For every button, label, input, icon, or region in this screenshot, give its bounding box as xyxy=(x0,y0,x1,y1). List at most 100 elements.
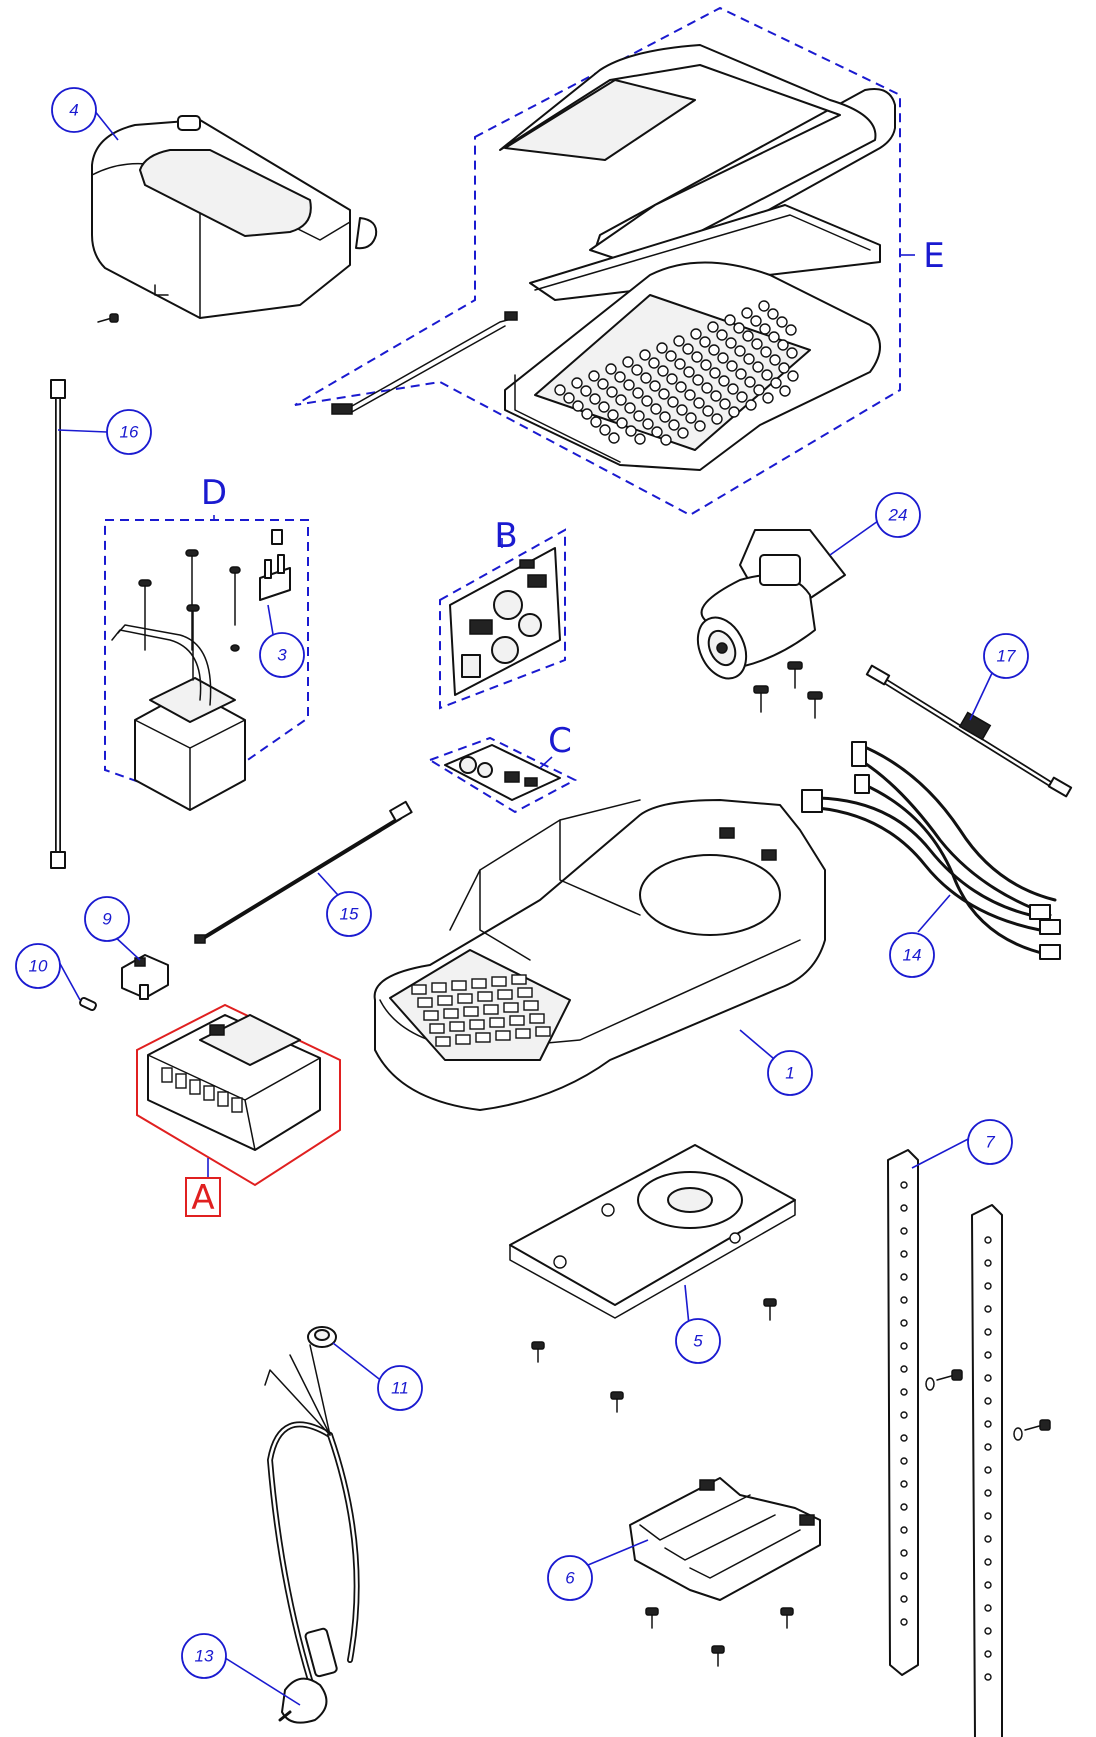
callout-14: 14 xyxy=(889,932,935,978)
terminal-slot xyxy=(175,1073,187,1089)
led-cell xyxy=(673,335,685,347)
led-cell xyxy=(724,314,736,326)
rail-hole xyxy=(900,1204,908,1212)
rail-hole xyxy=(900,1365,908,1373)
group-d-label: D xyxy=(201,473,227,513)
led-cell xyxy=(649,380,661,392)
group-a-tag: A xyxy=(185,1177,221,1218)
group-c-outline xyxy=(427,736,578,814)
rail-hole xyxy=(900,1572,908,1580)
rail-hole xyxy=(900,1388,908,1396)
terminal-module-part xyxy=(147,1014,321,1151)
rail-hole xyxy=(984,1236,992,1244)
led-cell xyxy=(769,354,781,366)
led-cell xyxy=(589,393,601,405)
led-cell xyxy=(598,401,610,413)
led-cell xyxy=(778,362,790,374)
led-cell xyxy=(745,399,757,411)
rail-hole xyxy=(900,1181,908,1189)
led-cell xyxy=(677,427,689,439)
led-cell xyxy=(615,394,627,406)
housing-grid-cell xyxy=(451,980,467,991)
led-cell xyxy=(607,409,619,421)
long-cable-part xyxy=(50,379,66,869)
led-cell xyxy=(744,376,756,388)
led-cell xyxy=(659,411,671,423)
led-cell xyxy=(580,385,592,397)
led-cell xyxy=(581,408,593,420)
led-cell xyxy=(728,406,740,418)
led-cell xyxy=(734,345,746,357)
rail-hole xyxy=(900,1595,908,1603)
housing-grid-cell xyxy=(429,1023,445,1034)
led-cell xyxy=(599,424,611,436)
rail-hole xyxy=(984,1581,992,1589)
rail-hole xyxy=(900,1434,908,1442)
callout-11-label: 11 xyxy=(391,1379,409,1398)
led-cell xyxy=(702,405,714,417)
fuse-part xyxy=(79,996,97,1012)
led-cell xyxy=(694,420,706,432)
led-cell xyxy=(690,328,702,340)
terminal-slot xyxy=(217,1091,229,1107)
led-cell xyxy=(666,373,678,385)
led-cell xyxy=(625,425,637,437)
led-cell xyxy=(725,337,737,349)
housing-grid-cell xyxy=(449,1021,465,1032)
switch-part xyxy=(121,954,169,1000)
led-cell xyxy=(726,360,738,372)
led-cell xyxy=(650,403,662,415)
group-b-outline xyxy=(439,528,566,710)
led-cell xyxy=(716,329,728,341)
led-ribbon-cable xyxy=(331,311,518,415)
led-cell xyxy=(753,384,765,396)
support-bracket-part xyxy=(629,1477,821,1601)
led-cell xyxy=(727,383,739,395)
rail-hole xyxy=(984,1420,992,1428)
callout-10-label: 10 xyxy=(29,957,48,976)
housing-grid-cell xyxy=(497,989,513,1000)
led-cell xyxy=(676,404,688,416)
led-cell xyxy=(693,397,705,409)
light-lens-part xyxy=(499,44,896,301)
callout-7: 7 xyxy=(967,1119,1013,1165)
led-cell xyxy=(623,379,635,391)
led-cell xyxy=(758,300,770,312)
rail-hole xyxy=(984,1627,992,1635)
callout-1-label: 1 xyxy=(785,1064,794,1083)
led-cell xyxy=(648,357,660,369)
housing-grid-cell xyxy=(515,1028,531,1039)
led-cell xyxy=(614,371,626,383)
motor-screws xyxy=(753,661,823,719)
led-cell xyxy=(699,336,711,348)
housing-grid-cell xyxy=(529,1013,545,1024)
led-cell xyxy=(733,322,745,334)
led-cell xyxy=(685,412,697,424)
housing-grid-cell xyxy=(423,1010,439,1021)
rail-hole xyxy=(984,1305,992,1313)
callout-1: 1 xyxy=(767,1050,813,1096)
rail-hole xyxy=(984,1604,992,1612)
callout-11: 11 xyxy=(377,1365,423,1411)
housing-grid-cell xyxy=(431,982,447,993)
led-cell xyxy=(718,375,730,387)
led-cell xyxy=(776,316,788,328)
group-b-label: B xyxy=(494,516,517,556)
led-cell xyxy=(708,344,720,356)
rail-hole xyxy=(984,1282,992,1290)
led-cell xyxy=(675,381,687,393)
led-cell xyxy=(751,338,763,350)
led-cell xyxy=(665,350,677,362)
led-cell xyxy=(709,367,721,379)
led-cell xyxy=(762,392,774,404)
housing-grid-cell xyxy=(509,1015,525,1026)
led-cell xyxy=(743,353,755,365)
rail-hole xyxy=(900,1411,908,1419)
led-cell xyxy=(668,419,680,431)
rail-hole xyxy=(900,1480,908,1488)
rail-hole xyxy=(900,1250,908,1258)
led-panel-part xyxy=(504,261,881,471)
main-circuit-board xyxy=(449,547,561,696)
housing-grid-cell xyxy=(489,1017,505,1028)
housing-grid-cell xyxy=(483,1004,499,1015)
